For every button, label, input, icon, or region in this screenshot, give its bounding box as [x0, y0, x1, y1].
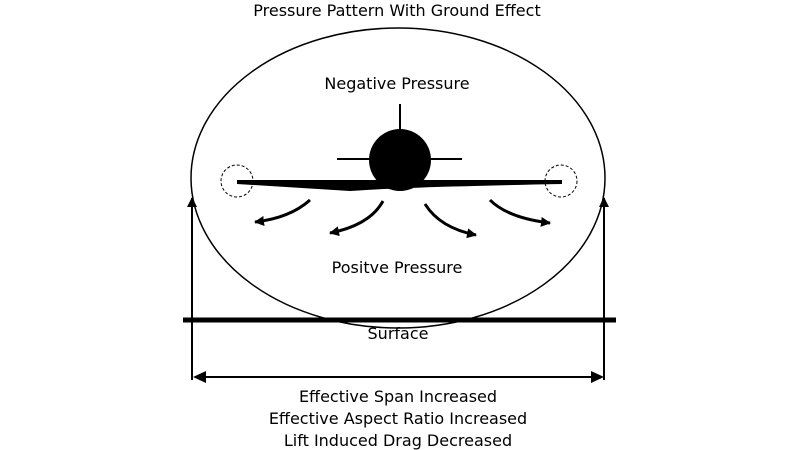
- airflow-arrow: [329, 200, 385, 237]
- aircraft-front-view: [220, 104, 578, 198]
- span-arrowhead-right: [591, 371, 604, 383]
- effect-induced-drag-decreased: Lift Induced Drag Decreased: [284, 431, 512, 450]
- airflow-arrow: [488, 198, 551, 227]
- effect-aspect-ratio-increased: Effective Aspect Ratio Increased: [269, 409, 527, 428]
- positive-pressure-label: Positve Pressure: [332, 258, 463, 277]
- surface-label: Surface: [368, 324, 429, 343]
- airflow-arrows: [254, 198, 551, 239]
- airflow-arrow: [423, 203, 477, 239]
- diagram-title: Pressure Pattern With Ground Effect: [253, 1, 540, 20]
- fuselage: [369, 129, 431, 191]
- left-wingtip-vortex: [220, 164, 254, 198]
- negative-pressure-label: Negative Pressure: [324, 74, 469, 93]
- airflow-arrow: [254, 198, 312, 226]
- pressure-ellipse: [190, 27, 606, 329]
- effect-span-increased: Effective Span Increased: [299, 387, 497, 406]
- right-wingtip-vortex: [544, 164, 578, 198]
- span-arrowhead-left: [193, 371, 206, 383]
